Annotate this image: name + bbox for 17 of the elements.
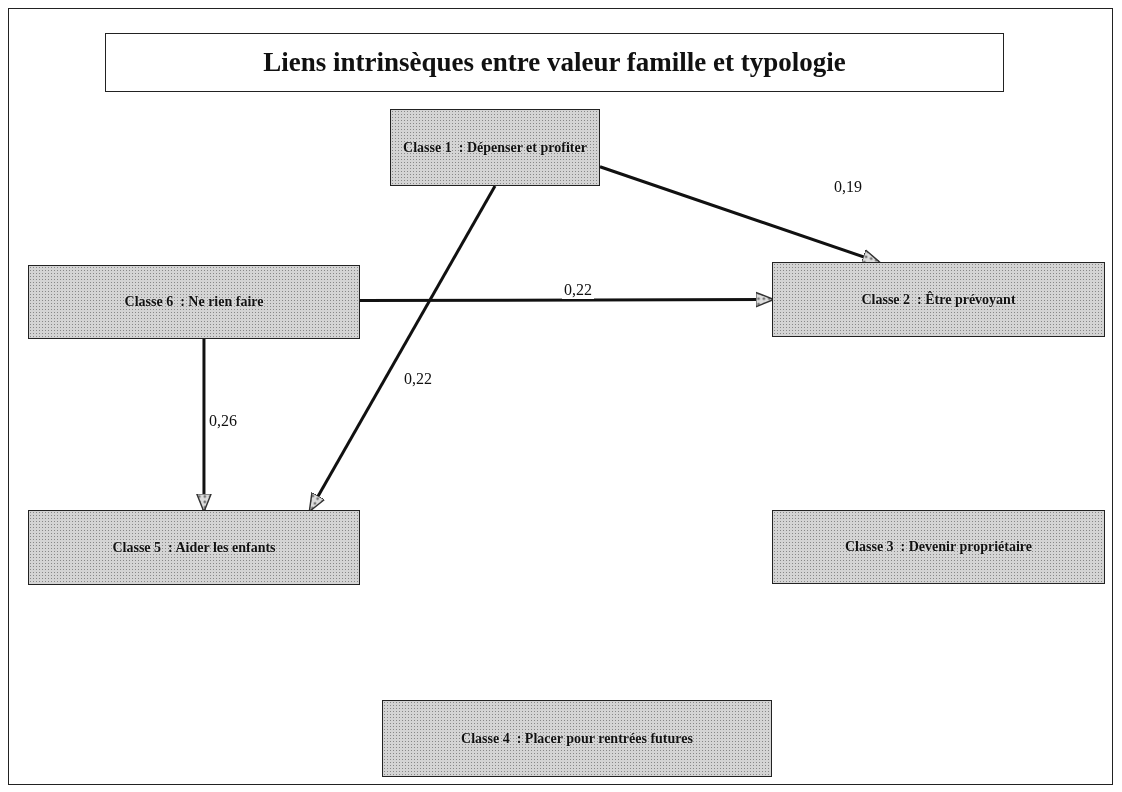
edge-label: 0,19 — [832, 178, 864, 196]
class-label: Classe 1 : Dépenser et profiter — [403, 139, 587, 156]
class-label: Classe 5 : Aider les enfants — [112, 539, 276, 556]
class-label: Classe 6 : Ne rien faire — [124, 294, 264, 310]
edge-label: 0,26 — [207, 412, 239, 430]
class-label: Classe 4 : Placer pour rentrées futures — [461, 730, 693, 747]
class-label: Classe 3 : Devenir propriétaire — [845, 539, 1032, 555]
class-box — [390, 109, 600, 186]
class-box — [382, 700, 772, 777]
class-box — [772, 262, 1105, 337]
class-label: Classe 2 : Être prévoyant — [861, 291, 1016, 308]
edge-label: 0,22 — [562, 281, 594, 299]
class-box — [28, 510, 360, 585]
class-box — [28, 265, 360, 339]
diagram-title: Liens intrinsèques entre valeur famille et typologie — [105, 33, 1004, 92]
class-box — [772, 510, 1105, 584]
edge-label: 0,22 — [402, 370, 434, 388]
